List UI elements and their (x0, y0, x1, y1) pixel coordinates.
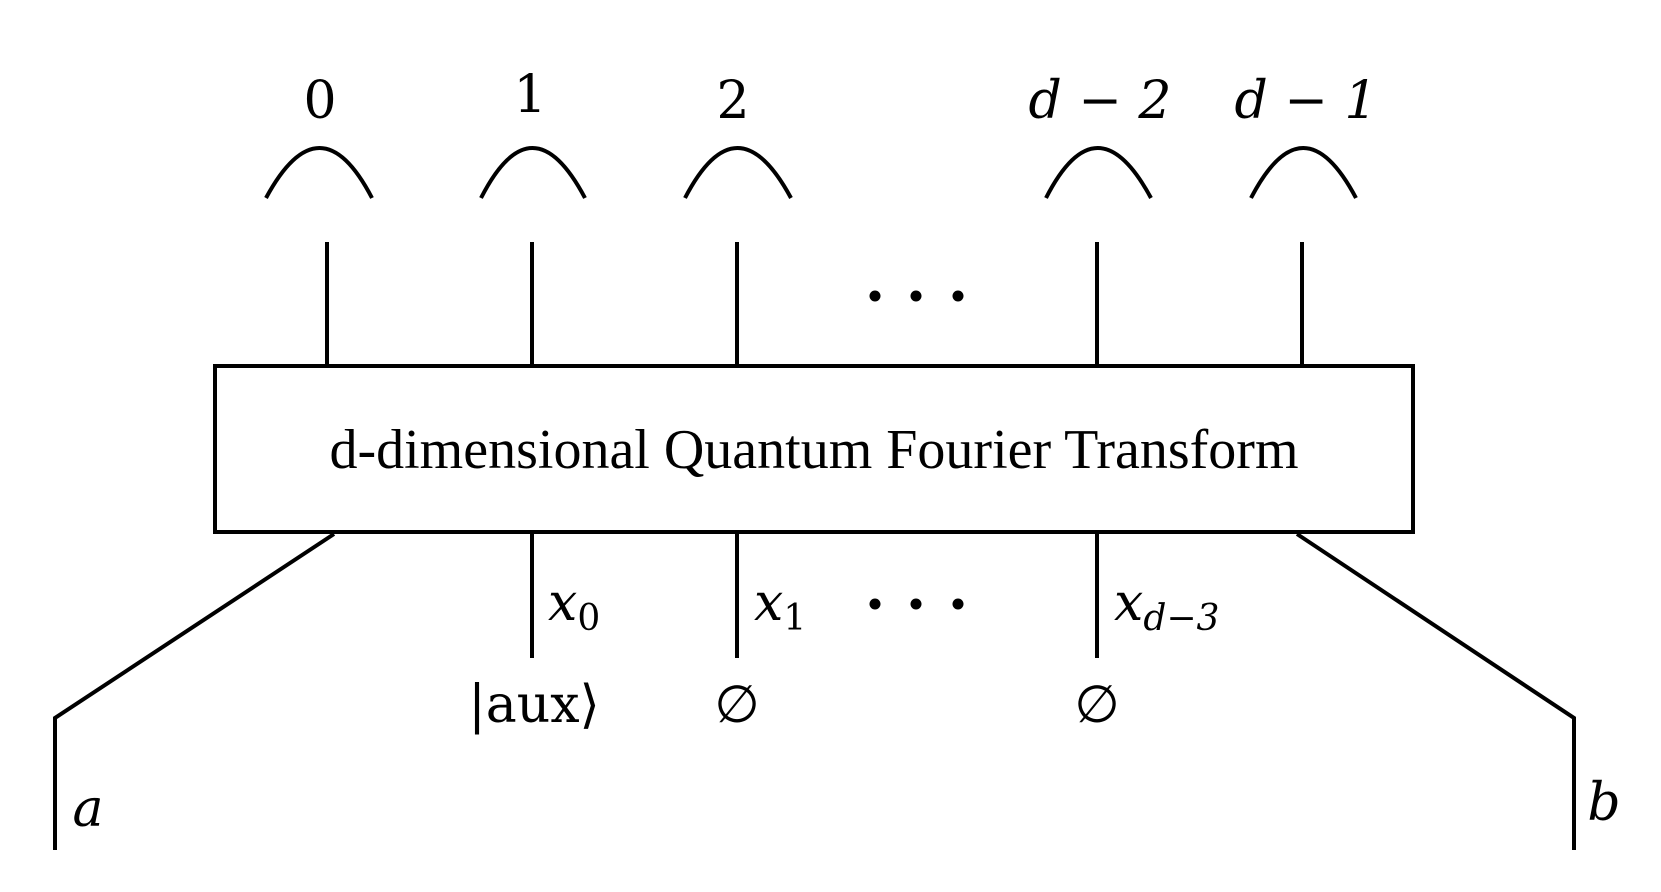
output-label-0: 0 (303, 71, 336, 131)
meter-icon (1044, 146, 1153, 199)
input-state-empty-1: ∅ (714, 675, 759, 735)
meter-icon (479, 146, 587, 199)
left-leg-wire (53, 532, 336, 850)
meter-icon (683, 146, 793, 199)
output-label-d-minus-2: d − 2 (1029, 71, 1172, 131)
output-label-d-minus-1: d − 1 (1235, 71, 1378, 131)
input-state-aux: |aux⟩ (468, 675, 600, 735)
output-label-1: 1 (513, 65, 546, 125)
meter-icon (1249, 146, 1358, 199)
ellipsis-dot (869, 290, 881, 302)
ellipsis-dot (910, 598, 922, 610)
output-label-2: 2 (716, 71, 749, 131)
ellipsis-dot (869, 598, 881, 610)
right-leg-wire (1295, 532, 1576, 850)
ellipsis-dot (910, 290, 922, 302)
input-state-empty-2: ∅ (1074, 675, 1119, 735)
input-label-x0: x0 (548, 573, 600, 639)
qft-box (213, 364, 1415, 534)
input-label-xd-3: xd−3 (1114, 573, 1219, 639)
qft-box-title: d-dimensional Quantum Fourier Transform (329, 419, 1298, 481)
left-leg-label: a (72, 779, 103, 839)
right-leg-label: b (1587, 773, 1620, 833)
input-label-x1: x1 (754, 573, 806, 639)
ellipsis-dot (952, 598, 964, 610)
ellipsis-dot (952, 290, 964, 302)
meter-icon (264, 146, 374, 199)
